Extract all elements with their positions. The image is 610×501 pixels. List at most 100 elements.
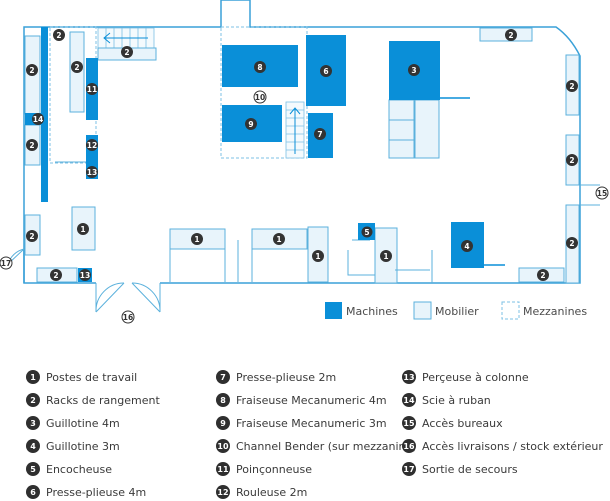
legend-number: 17 xyxy=(402,462,416,476)
marker-2: 2 xyxy=(566,80,578,92)
legend-label: Accès livraisons / stock extérieur xyxy=(422,439,603,453)
svg-text:2: 2 xyxy=(124,48,129,57)
legend-label: Scie à ruban xyxy=(422,393,491,407)
legend-item: 4 Guillotine 3m xyxy=(26,439,120,453)
legend-label: Presse-plieuse 2m xyxy=(236,370,337,384)
marker-11: 11 xyxy=(86,83,98,95)
svg-text:1: 1 xyxy=(80,225,85,234)
legend-number: 1 xyxy=(26,370,40,384)
marker-17: 17 xyxy=(0,256,13,270)
marker-3: 3 xyxy=(408,64,420,76)
svg-text:2: 2 xyxy=(29,141,34,150)
legend-number: 12 xyxy=(216,485,230,499)
marker-14: 14 xyxy=(32,113,44,125)
marker-15: 15 xyxy=(595,186,609,200)
legend-label: Guillotine 4m xyxy=(46,416,120,430)
legend-item: 8 Fraiseuse Mecanumeric 4m xyxy=(216,393,387,407)
marker-8: 8 xyxy=(254,61,266,73)
stairs-left xyxy=(97,27,155,49)
marker-1: 1 xyxy=(380,250,392,262)
svg-text:2: 2 xyxy=(53,271,58,280)
marker-9: 9 xyxy=(245,118,257,130)
marker-10: 10 xyxy=(253,90,267,104)
floor-plan: 2 2 2 2 2 2 2 2 2 2 2 2 14 11 12 13 13 1… xyxy=(0,0,609,324)
marker-2: 2 xyxy=(537,269,549,281)
legend-item: 10 Channel Bender (sur mezzanine) xyxy=(216,439,417,453)
legend-label: Encocheuse xyxy=(46,462,112,476)
svg-text:13: 13 xyxy=(87,168,97,177)
legend-label: Presse-plieuse 4m xyxy=(46,485,147,499)
marker-1: 1 xyxy=(312,250,324,262)
svg-text:9: 9 xyxy=(248,120,253,129)
legend-number: 2 xyxy=(26,393,40,407)
svg-text:1: 1 xyxy=(276,235,281,244)
marker-2: 2 xyxy=(121,46,133,58)
marker-13: 13 xyxy=(79,269,91,281)
svg-text:1: 1 xyxy=(383,252,388,261)
svg-text:1: 1 xyxy=(315,252,320,261)
key-swatch-machines xyxy=(325,302,342,319)
legend-label: Postes de travail xyxy=(46,370,138,384)
svg-text:2: 2 xyxy=(540,271,545,280)
svg-text:2: 2 xyxy=(508,31,513,40)
svg-text:13: 13 xyxy=(80,271,90,280)
legend-number: 8 xyxy=(216,393,230,407)
legend-item: 1 Postes de travail xyxy=(26,370,137,384)
marker-12: 12 xyxy=(86,139,98,151)
svg-text:1: 1 xyxy=(194,235,199,244)
marker-5: 5 xyxy=(361,226,373,238)
legend-item: 2 Racks de rangement xyxy=(26,393,160,407)
legend-label: Poinçonneuse xyxy=(236,462,312,476)
svg-text:15: 15 xyxy=(597,189,607,198)
marker-16: 16 xyxy=(121,310,135,324)
svg-text:6: 6 xyxy=(323,67,328,76)
marker-2: 2 xyxy=(26,230,38,242)
svg-text:14: 14 xyxy=(33,115,43,124)
svg-text:2: 2 xyxy=(569,82,574,91)
marker-1: 1 xyxy=(77,223,89,235)
legend-label: Sortie de secours xyxy=(422,462,518,476)
legend-number: 7 xyxy=(216,370,230,384)
marker-2: 2 xyxy=(566,237,578,249)
legend-item: 7 Presse-plieuse 2m xyxy=(216,370,336,384)
marker-4: 4 xyxy=(461,240,473,252)
svg-text:2: 2 xyxy=(56,31,61,40)
svg-text:4: 4 xyxy=(464,242,469,251)
building-walls xyxy=(23,0,581,284)
legend-number: 9 xyxy=(216,416,230,430)
legend-label: Fraiseuse Mecanumeric 4m xyxy=(236,393,387,407)
legend-number: 4 xyxy=(26,439,40,453)
svg-text:2: 2 xyxy=(29,66,34,75)
stairs-center xyxy=(285,101,305,159)
key-swatch-mobilier xyxy=(413,301,432,320)
legend-label: Accès bureaux xyxy=(422,416,503,430)
marker-2: 2 xyxy=(26,64,38,76)
svg-text:2: 2 xyxy=(29,232,34,241)
legend-number: 10 xyxy=(216,439,230,453)
marker-1: 1 xyxy=(191,233,203,245)
svg-text:2: 2 xyxy=(74,63,79,72)
plan-markers: 2 2 2 2 2 2 2 2 2 2 2 2 14 11 12 13 13 1… xyxy=(0,29,609,324)
marker-2: 2 xyxy=(505,29,517,41)
key-label-mezzanines: Mezzanines xyxy=(523,305,588,318)
legend-label: Channel Bender (sur mezzanine) xyxy=(236,439,417,453)
legend-item: 17 Sortie de secours xyxy=(402,462,518,476)
legend-label: Racks de rangement xyxy=(46,393,160,407)
marker-2: 2 xyxy=(50,269,62,281)
marker-2: 2 xyxy=(26,139,38,151)
svg-text:2: 2 xyxy=(569,156,574,165)
legend-label: Perçeuse à colonne xyxy=(422,370,529,384)
svg-text:17: 17 xyxy=(1,259,11,268)
svg-text:5: 5 xyxy=(364,228,369,237)
marker-2: 2 xyxy=(53,29,65,41)
marker-1: 1 xyxy=(273,233,285,245)
marker-13: 13 xyxy=(86,166,98,178)
legend-label: Guillotine 3m xyxy=(46,439,120,453)
svg-text:3: 3 xyxy=(411,66,416,75)
